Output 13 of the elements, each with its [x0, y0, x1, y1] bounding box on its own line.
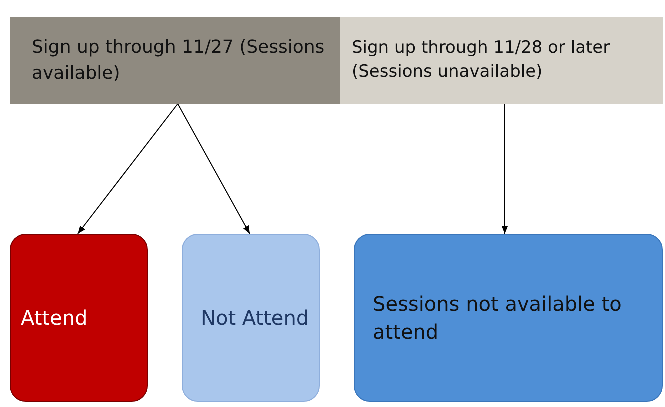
- arrow: [78, 104, 178, 234]
- arrow: [178, 104, 250, 234]
- header-box: [10, 17, 340, 104]
- node-label: Not Attend: [201, 305, 310, 332]
- header-box: [340, 17, 663, 104]
- node-label: Sessions not available to attend: [373, 291, 623, 346]
- outcome-box: [10, 234, 148, 402]
- outcome-box: [182, 234, 320, 402]
- outcome-box: [354, 234, 663, 402]
- node-label: Sign up through 11/27 (Sessions available): [32, 36, 326, 86]
- arrow: [502, 104, 508, 234]
- node-label: Attend: [21, 305, 88, 332]
- node-label: Sign up through 11/28 or later (Sessions unavailable): [352, 36, 612, 84]
